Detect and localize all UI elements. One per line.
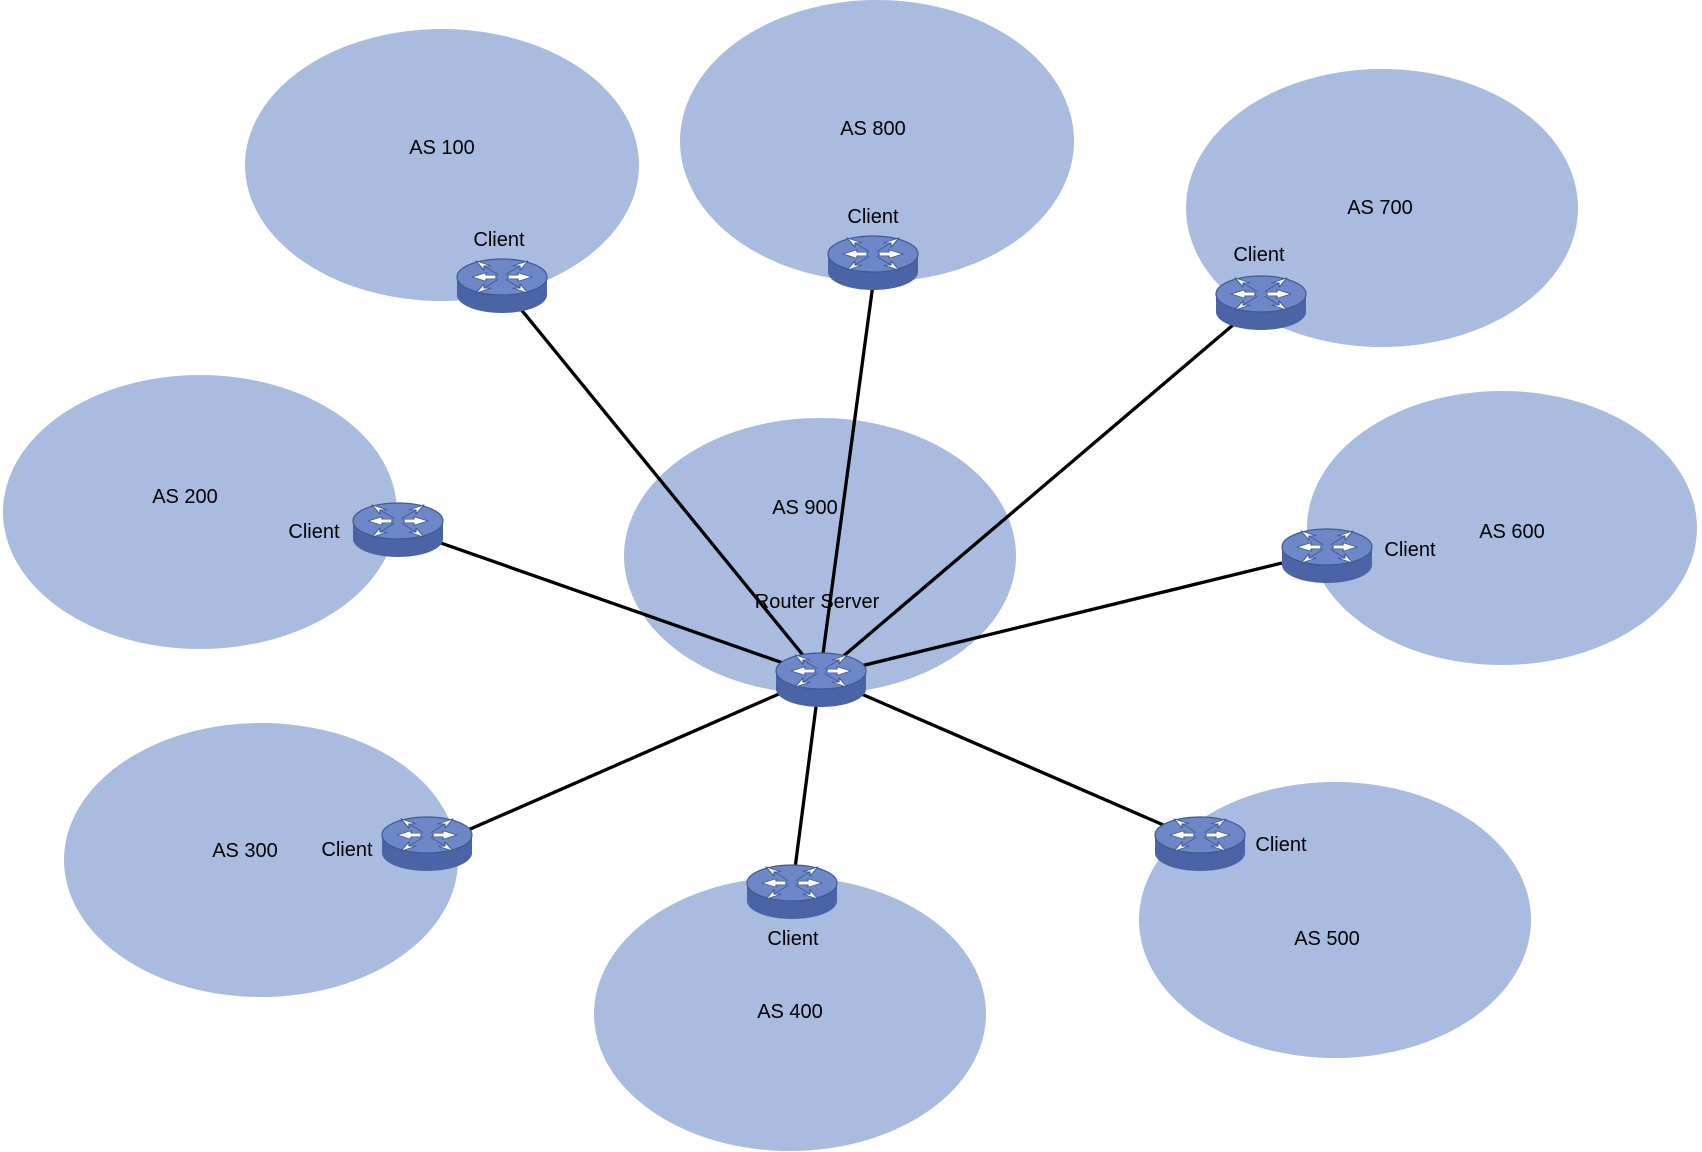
router-as500[interactable] bbox=[1154, 816, 1246, 872]
as-600-region bbox=[1307, 391, 1697, 665]
as-700-label: AS 700 bbox=[1347, 197, 1413, 219]
as-800-label: AS 800 bbox=[840, 118, 906, 140]
client-label-as100: Client bbox=[473, 229, 525, 251]
client-label-as400: Client bbox=[767, 928, 819, 950]
router-as400[interactable] bbox=[746, 864, 838, 920]
router-icon bbox=[352, 502, 444, 558]
as-200-label: AS 200 bbox=[152, 486, 218, 508]
as-700-region bbox=[1186, 69, 1578, 347]
link-as600 bbox=[818, 550, 1329, 678]
as-900-label: AS 900 bbox=[772, 497, 838, 519]
as-100-region bbox=[245, 29, 639, 301]
as-300-region bbox=[64, 723, 458, 997]
as-100-label: AS 100 bbox=[409, 137, 475, 159]
router-as700[interactable] bbox=[1215, 275, 1307, 331]
router-icon bbox=[1215, 275, 1307, 331]
router-as100[interactable] bbox=[456, 258, 548, 314]
router-icon bbox=[775, 652, 867, 708]
as-600-label: AS 600 bbox=[1479, 521, 1545, 543]
client-label-as500: Client bbox=[1255, 834, 1307, 856]
router-as300[interactable] bbox=[381, 816, 473, 872]
link-as100 bbox=[500, 284, 822, 678]
link-as400 bbox=[792, 674, 822, 878]
router-icon bbox=[381, 816, 473, 872]
router-as800[interactable] bbox=[827, 235, 919, 291]
client-label-as600: Client bbox=[1384, 539, 1436, 561]
link-as300 bbox=[425, 674, 822, 850]
link-as500 bbox=[818, 674, 1200, 842]
client-label-as800: Client bbox=[847, 206, 899, 228]
as-regions bbox=[3, 0, 1697, 1151]
as-900-region[interactable] bbox=[624, 418, 1016, 694]
as-200-region bbox=[3, 375, 397, 649]
link-as700 bbox=[818, 300, 1262, 678]
router-icon bbox=[746, 864, 838, 920]
router-icon bbox=[827, 235, 919, 291]
as-400-label: AS 400 bbox=[757, 1001, 823, 1023]
router-server[interactable] bbox=[775, 652, 867, 708]
router-icon bbox=[1154, 816, 1246, 872]
router-as600[interactable] bbox=[1281, 528, 1373, 584]
as-500-label: AS 500 bbox=[1294, 928, 1360, 950]
as-labels: AS 100 AS 800 AS 700 AS 200 AS 900 AS 60… bbox=[152, 118, 1545, 1023]
as-800-region bbox=[680, 0, 1074, 282]
router-labels: Client Client Client Client Client Clien… bbox=[288, 206, 1436, 950]
client-label-as300: Client bbox=[321, 839, 373, 861]
as-400-region bbox=[594, 877, 986, 1151]
client-label-as200: Client bbox=[288, 521, 340, 543]
link-as800 bbox=[818, 260, 878, 678]
router-icon bbox=[456, 258, 548, 314]
client-label-as700: Client bbox=[1233, 244, 1285, 266]
as-300-label: AS 300 bbox=[212, 840, 278, 862]
router-server-label: Router Server bbox=[755, 591, 880, 613]
router-as200[interactable] bbox=[352, 502, 444, 558]
link-as200 bbox=[396, 526, 822, 678]
router-icon bbox=[1281, 528, 1373, 584]
links bbox=[396, 260, 1329, 878]
